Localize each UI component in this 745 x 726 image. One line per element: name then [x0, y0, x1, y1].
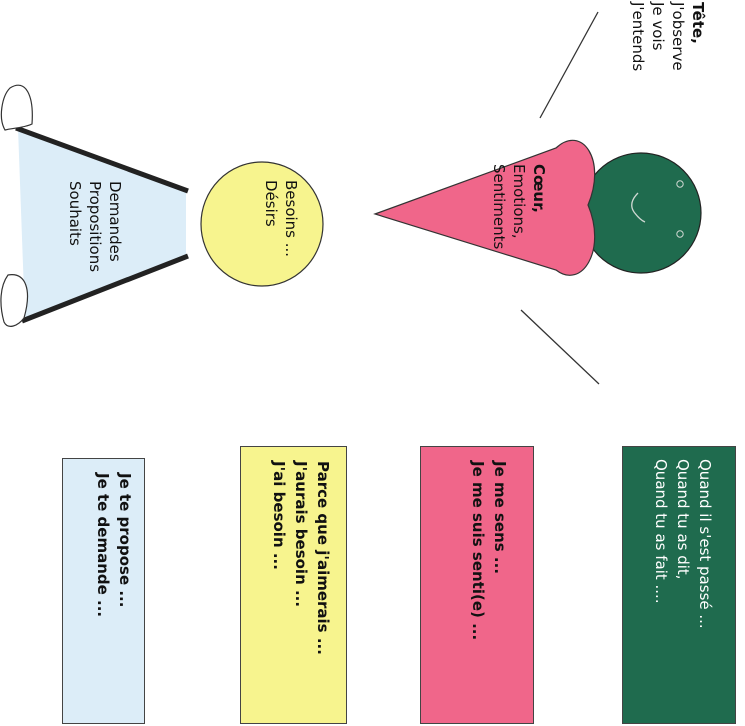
- needs-line: Besoins ...: [282, 180, 300, 258]
- requests-line: Souhaits: [66, 181, 84, 246]
- eye-icon: [676, 180, 684, 188]
- heart-label: Cœur, Emotions, Sentiments: [489, 164, 549, 249]
- heart-icon: [373, 139, 596, 276]
- card-line: J'ai besoin ...: [270, 461, 288, 570]
- need-card: Parce que j'aimerais ... J'aurais besoin…: [240, 446, 347, 724]
- heart-line: Sentiments: [490, 164, 508, 250]
- needs-line: Désirs: [262, 180, 280, 227]
- eye-icon: [676, 230, 684, 238]
- card-line: Je te demande ...: [94, 473, 112, 618]
- head-title: Tête,: [689, 2, 707, 44]
- head-line-top: [539, 11, 599, 119]
- heart-title: Cœur,: [530, 164, 548, 213]
- card-line: Quand tu as fait ....: [652, 459, 670, 604]
- heart-line: Emotions,: [510, 164, 528, 239]
- feeling-card: Je me sens ... Je me suis senti(e) ...: [420, 446, 534, 724]
- requests-line: Demandes: [106, 181, 124, 262]
- card-line: Je te propose ...: [116, 473, 134, 608]
- request-card: Je te propose ... Je te demande ...: [62, 458, 145, 724]
- requests-line: Propositions: [86, 181, 104, 273]
- head-line: J'observe: [669, 2, 687, 71]
- requests-label: Demandes Propositions Souhaits: [65, 181, 125, 272]
- arm-line-top: [15, 125, 189, 194]
- needs-label: Besoins ... Désirs: [261, 180, 301, 257]
- card-line: Parce que j'aimerais ...: [314, 461, 332, 655]
- head-line: Je vois: [649, 2, 667, 51]
- card-line: Quand il s'est passé ...: [696, 459, 714, 629]
- head-line: J'entends: [629, 2, 647, 72]
- card-line: J'aurais besoin ...: [292, 461, 310, 608]
- head-line-bottom: [520, 309, 600, 385]
- head-label: Tête, J'observe Je vois J'entends: [628, 2, 708, 71]
- observation-card: Quand il s'est passé ... Quand tu as dit…: [622, 446, 736, 724]
- card-line: Je me sens ...: [491, 461, 509, 575]
- hand-icon: [0, 84, 33, 131]
- smiley-head-icon: [580, 152, 702, 274]
- card-line: Quand tu as dit,: [674, 459, 692, 580]
- needs-circle: [200, 161, 324, 287]
- smile-icon: [631, 192, 646, 223]
- arm-line-bottom: [21, 253, 189, 324]
- card-line: Je me suis senti(e) ...: [469, 461, 487, 641]
- hand-icon: [0, 274, 29, 327]
